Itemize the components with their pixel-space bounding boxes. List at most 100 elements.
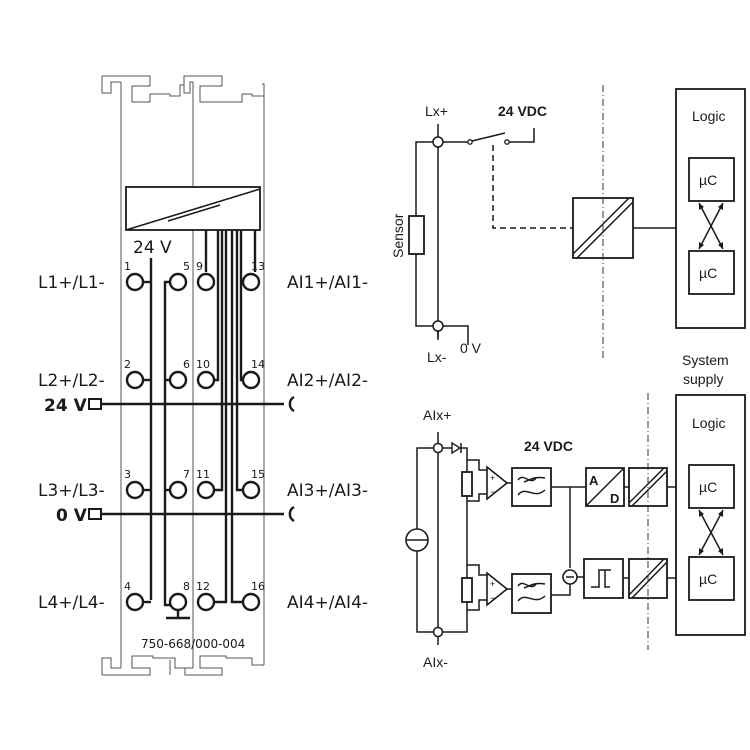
logic-label: Logic	[692, 415, 725, 431]
ground-wire	[443, 325, 469, 345]
analog-circuit: System supply AIx+ 24 VDC AIx- + − A D	[405, 352, 746, 670]
lx-minus-label: Lx-	[427, 349, 447, 365]
comparator-block	[583, 558, 624, 599]
lower-shunt-wires	[467, 564, 487, 611]
channel-label-left: L4+/L4-	[38, 593, 105, 613]
terminal-2[interactable]	[125, 370, 145, 390]
channel-label-right: AI1+/AI1-	[287, 273, 368, 293]
channel-label-right: AI4+/AI4-	[287, 593, 368, 613]
terminal-1[interactable]	[125, 272, 145, 292]
terminal-8[interactable]	[168, 592, 188, 612]
terminal-16[interactable]	[241, 592, 261, 612]
uc-label: µC	[699, 172, 717, 188]
terminal-6[interactable]	[168, 370, 188, 390]
lx-minus-node	[432, 320, 444, 332]
lx-plus-node	[432, 136, 444, 148]
supply-24vdc-label: 24 VDC	[524, 438, 573, 454]
dashed-control-line	[492, 145, 573, 229]
terminal-12[interactable]	[196, 592, 216, 612]
terminal-10[interactable]	[196, 370, 216, 390]
system-supply-label: System	[682, 352, 729, 368]
terminal-11[interactable]	[196, 480, 216, 500]
switch-contact	[504, 139, 510, 145]
rail-24v-jumper	[288, 395, 295, 413]
terminal-5[interactable]	[168, 272, 188, 292]
wire-14	[239, 230, 245, 382]
rail-0v-jumper	[288, 505, 295, 523]
opto-diagonal-2	[576, 201, 634, 259]
terminal-3[interactable]	[125, 480, 145, 500]
terminals	[125, 272, 261, 612]
arrowheads	[699, 203, 723, 249]
terminal-block: 24 V 24 V 0 V	[38, 75, 368, 676]
bus-0v	[163, 280, 175, 607]
logic-label: Logic	[692, 108, 725, 124]
shunt-resistor-lower	[461, 577, 473, 603]
arrowheads	[699, 510, 723, 555]
terminal-number: 13	[251, 260, 265, 273]
filter-upper	[511, 467, 552, 507]
bidirectional-arrows-icon	[698, 202, 724, 250]
channel-label-left: L2+/L2-	[38, 371, 105, 391]
terminal-number: 16	[251, 580, 265, 593]
top-latch	[101, 75, 265, 103]
switch-contact	[467, 139, 473, 145]
filter-lower	[511, 573, 552, 614]
terminal-number: 8	[183, 580, 190, 593]
amplifier-lower-icon	[486, 571, 509, 607]
uc-label: µC	[699, 265, 717, 281]
upper-shunt-wires	[467, 459, 487, 502]
converter-diagonal	[125, 188, 261, 231]
terminal-number: 2	[124, 358, 131, 371]
rail-24v-terminal	[88, 398, 102, 410]
sensor-circuit: Lx+ 24 VDC Sensor Lx- 0 V Logic µC µC	[390, 85, 746, 365]
system-supply-label: supply	[683, 371, 723, 387]
opto-diagonal	[572, 197, 630, 255]
terminal-number: 5	[183, 260, 190, 273]
supply-24vdc-label: 24 VDC	[498, 103, 547, 119]
terminal-9[interactable]	[196, 272, 216, 292]
switch-icon	[471, 132, 506, 142]
terminal-15[interactable]	[241, 480, 261, 500]
bottom-latch	[101, 655, 264, 676]
terminal-4[interactable]	[125, 592, 145, 612]
terminal-14[interactable]	[241, 370, 261, 390]
amplifier-upper-icon	[486, 465, 509, 501]
lowpass-filter-icon	[517, 476, 546, 496]
amp-minus: −	[490, 487, 495, 497]
adc-diagonal	[585, 467, 625, 507]
wire-12	[213, 230, 228, 604]
terminal-13[interactable]	[241, 272, 261, 292]
terminal-number: 12	[196, 580, 210, 593]
channel-label-right: AI2+/AI2-	[287, 371, 368, 391]
bidirectional-arrows-icon	[698, 509, 724, 556]
terminal-number: 1	[124, 260, 131, 273]
rail-0v-label: 0 V	[56, 506, 88, 526]
opto-diag-2	[631, 561, 668, 599]
aix-plus-label: AIx+	[423, 407, 451, 423]
microcontroller-2	[688, 556, 735, 601]
terminal-number: 3	[124, 468, 131, 481]
terminal-7[interactable]	[168, 480, 188, 500]
channel-label-left: L3+/L3-	[38, 481, 105, 501]
lowpass-filter-icon	[517, 582, 546, 602]
channel-label-left: L1+/L1-	[38, 273, 105, 293]
sensor-resistor	[408, 215, 425, 255]
terminal-number: 11	[196, 468, 210, 481]
terminal-number: 15	[251, 468, 265, 481]
aix-minus-label: AIx-	[423, 654, 448, 670]
aix-plus-node	[432, 442, 444, 454]
microcontroller-2	[688, 250, 735, 295]
rail-24v-label: 24 V	[44, 396, 88, 416]
wire-10	[213, 230, 220, 382]
diode-icon	[451, 441, 462, 455]
hysteresis-icon	[591, 569, 611, 588]
wire-16	[230, 230, 245, 604]
shunt-resistor-upper	[461, 471, 473, 497]
terminal-number: 6	[183, 358, 190, 371]
opto-diag-2	[631, 470, 668, 507]
amp-plus: +	[490, 579, 495, 589]
wire-11	[213, 230, 224, 492]
terminal-number: 9	[196, 260, 203, 273]
terminal-number: 7	[183, 468, 190, 481]
